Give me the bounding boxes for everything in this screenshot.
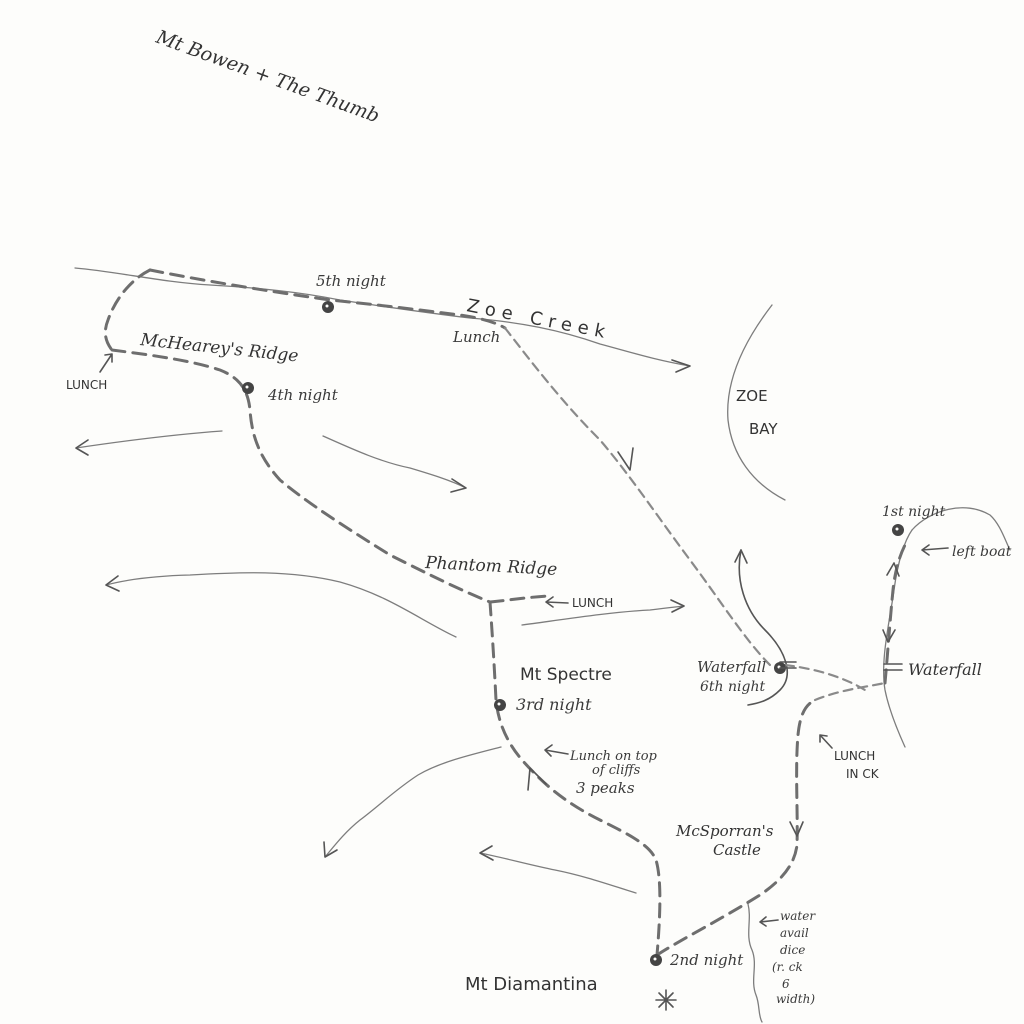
lunch-phantom-pointer bbox=[545, 596, 569, 608]
stream-diamantina-west-arrow bbox=[479, 845, 494, 861]
zoe-bay-shoreline bbox=[727, 304, 786, 501]
label-mcsporrans-castle-1: McSporran's bbox=[675, 822, 774, 840]
left-boat-pointer bbox=[921, 544, 949, 556]
stream-west-1-arrow bbox=[75, 439, 89, 456]
summit-star-icon bbox=[655, 989, 677, 1011]
waterfall-loop-arrow bbox=[734, 549, 748, 564]
trail-mcheareys-ridge bbox=[110, 348, 492, 604]
trail-west-loop bbox=[103, 268, 152, 352]
stream-west-2-arrow bbox=[105, 575, 120, 592]
stream-spectre-south bbox=[324, 746, 502, 858]
label-mt-spectre: Mt Spectre bbox=[520, 665, 612, 685]
label-lunch-west: LUNCH bbox=[66, 378, 107, 392]
trail-waterfall-link bbox=[813, 681, 887, 702]
label-water-note-6: width) bbox=[776, 992, 815, 1006]
lunch-cliffs-pointer bbox=[544, 744, 569, 757]
stream-west-2 bbox=[105, 572, 457, 638]
label-lunch-in-ck-2: IN CK bbox=[846, 767, 880, 781]
label-1st-night: 1st night bbox=[882, 504, 946, 520]
water-stream-south bbox=[747, 903, 763, 1023]
camp-4th-night-marker bbox=[242, 382, 254, 394]
label-zoe-bay-1: ZOE bbox=[736, 387, 768, 405]
trail-first-night bbox=[883, 543, 907, 685]
trail-first-night-arrows bbox=[882, 562, 900, 643]
lunch-west-pointer bbox=[99, 353, 113, 373]
label-left-boat: left boat bbox=[952, 544, 1012, 560]
zoe-creek-arrow bbox=[671, 359, 691, 373]
trail-castle-arrow bbox=[789, 821, 804, 837]
trail-spectre-arrow bbox=[527, 767, 547, 791]
trail-zoe-arrow bbox=[617, 447, 634, 471]
label-water-note-2: avail bbox=[780, 926, 809, 940]
stream-spectre-south-arrow bbox=[323, 841, 338, 858]
label-mcsporrans-castle-2: Castle bbox=[713, 841, 761, 859]
trail-zoe-to-waterfall bbox=[503, 326, 772, 667]
stream-diamantina-west bbox=[479, 852, 637, 894]
label-mt-diamantina: Mt Diamantina bbox=[465, 974, 598, 995]
label-lunch-cliffs-1: Lunch on top bbox=[569, 749, 658, 764]
map-title: Mt Bowen + The Thumb bbox=[152, 26, 382, 128]
waterfall-west-symbol bbox=[779, 661, 797, 669]
camp-5th-night-marker bbox=[322, 301, 334, 313]
label-three-peaks: 3 peaks bbox=[576, 779, 635, 797]
lunch-ck-pointer bbox=[819, 734, 833, 749]
trail-diamantina-east bbox=[655, 698, 817, 957]
label-water-note-3: dice bbox=[780, 943, 805, 957]
label-mcheareys-ridge: McHearey's Ridge bbox=[138, 330, 299, 367]
stream-mid-1-arrow bbox=[450, 478, 467, 493]
stream-west-1 bbox=[75, 430, 223, 449]
label-waterfall-east: Waterfall bbox=[908, 660, 982, 679]
stream-phantom-east bbox=[521, 605, 685, 626]
camp-3rd-night-marker bbox=[494, 699, 506, 711]
label-lunch-creek: Lunch bbox=[452, 328, 500, 346]
trail-waterfall-link-2 bbox=[783, 663, 867, 692]
trail-zoe-creek bbox=[148, 268, 507, 330]
trail-spectre-descent bbox=[488, 600, 662, 957]
label-5th-night: 5th night bbox=[316, 272, 387, 290]
stream-phantom-east-arrow bbox=[670, 599, 685, 613]
label-lunch-in-ck-1: LUNCH bbox=[834, 749, 875, 763]
label-phantom-ridge: Phantom Ridge bbox=[424, 553, 558, 580]
label-lunch-phantom: LUNCH bbox=[572, 596, 613, 610]
label-waterfall-west: Waterfall bbox=[697, 658, 766, 676]
camp-1st-night-marker bbox=[892, 524, 904, 536]
label-2nd-night: 2nd night bbox=[669, 951, 744, 969]
trail-phantom-ridge bbox=[488, 594, 550, 604]
camp-2nd-night-marker bbox=[650, 954, 662, 966]
waterfall-loop bbox=[738, 549, 789, 706]
label-6th-night: 6th night bbox=[700, 679, 765, 695]
stream-mid-1 bbox=[322, 435, 467, 489]
label-4th-night: 4th night bbox=[267, 386, 339, 404]
water-note-pointer bbox=[759, 916, 779, 927]
label-lunch-cliffs-2: of cliffs bbox=[592, 763, 641, 778]
label-water-note-5: 6 bbox=[782, 977, 790, 991]
label-water-note-4: (r. ck bbox=[772, 960, 803, 974]
label-3rd-night: 3rd night bbox=[516, 695, 592, 714]
label-water-note-1: water bbox=[780, 909, 816, 923]
waterfall-east-symbol bbox=[883, 663, 903, 671]
stream-east-upper bbox=[911, 507, 1011, 551]
label-zoe-bay-2: BAY bbox=[749, 420, 778, 438]
